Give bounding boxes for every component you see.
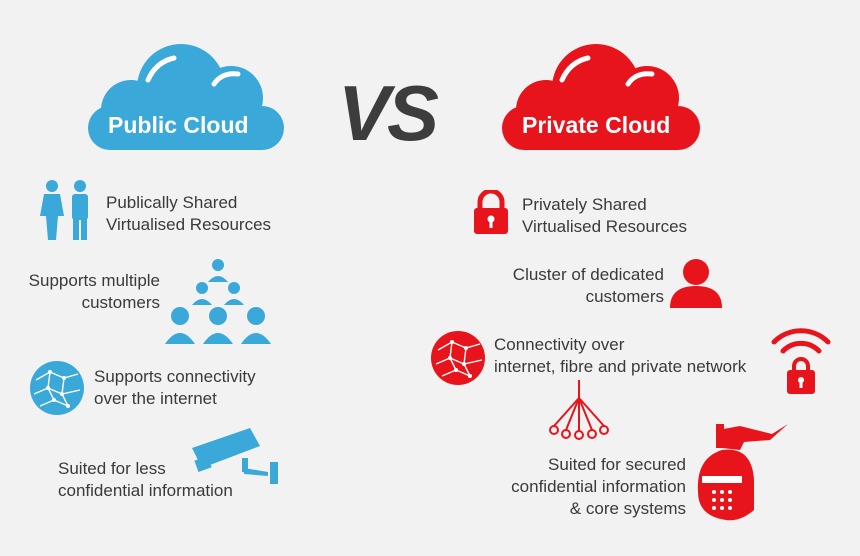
- private-cloud-title: Private Cloud: [522, 112, 671, 138]
- private-item-3-line-1: Connectivity over: [494, 335, 625, 354]
- knight-helmet-icon: [692, 420, 792, 524]
- globe-network-icon: [430, 330, 486, 386]
- public-item-4-text: Suited for less confidential information: [58, 458, 233, 502]
- private-item-3-text: Connectivity over internet, fibre and pr…: [494, 334, 746, 378]
- public-item-2-line-2: customers: [81, 293, 160, 312]
- private-item-1-text: Privately Shared Virtualised Resources: [522, 194, 687, 238]
- private-item-1-line-1: Privately Shared: [522, 195, 647, 214]
- public-item-1-text: Publically Shared Virtualised Resources: [106, 192, 271, 236]
- cloud-icon: [502, 44, 700, 150]
- public-cloud-title: Public Cloud: [108, 112, 249, 138]
- private-item-3-line-2: internet, fibre and private network: [494, 357, 747, 376]
- public-item-4-line-2: confidential information: [58, 481, 233, 500]
- fibre-optic-icon: [548, 380, 610, 440]
- public-item-3-text: Supports connectivity over the internet: [94, 366, 256, 410]
- private-item-4-line-2: confidential information: [511, 477, 686, 496]
- cloud-icon: [88, 44, 284, 150]
- user-icon: [668, 258, 724, 310]
- public-item-3-line-1: Supports connectivity: [94, 367, 256, 386]
- public-item-2-text: Supports multiple customers: [20, 270, 160, 314]
- private-item-4-text: Suited for secured confidential informat…: [470, 454, 686, 520]
- vs-label: VS: [338, 69, 439, 157]
- public-item-3-line-2: over the internet: [94, 389, 217, 408]
- public-item-4-line-1: Suited for less: [58, 459, 166, 478]
- public-item-2-line-1: Supports multiple: [28, 271, 160, 290]
- private-item-2-text: Cluster of dedicated customers: [470, 264, 664, 308]
- padlock-icon: [472, 190, 510, 236]
- private-item-2-line-2: customers: [585, 287, 664, 306]
- public-item-1-line-2: Virtualised Resources: [106, 215, 272, 234]
- private-item-2-line-1: Cluster of dedicated: [512, 265, 664, 284]
- security-camera-icon: [188, 424, 284, 484]
- public-item-1-line-1: Publically Shared: [106, 193, 238, 212]
- private-item-4-line-3: & core systems: [569, 499, 686, 518]
- private-item-1-line-2: Virtualised Resources: [522, 217, 688, 236]
- globe-network-icon: [28, 360, 86, 416]
- people-icon: [38, 178, 94, 242]
- private-cloud-badge: Private Cloud: [500, 40, 702, 152]
- group-pyramid-icon: [162, 258, 274, 346]
- public-cloud-badge: Public Cloud: [86, 40, 286, 152]
- private-item-4-line-1: Suited for secured: [548, 455, 686, 474]
- wifi-lock-icon: [770, 320, 832, 396]
